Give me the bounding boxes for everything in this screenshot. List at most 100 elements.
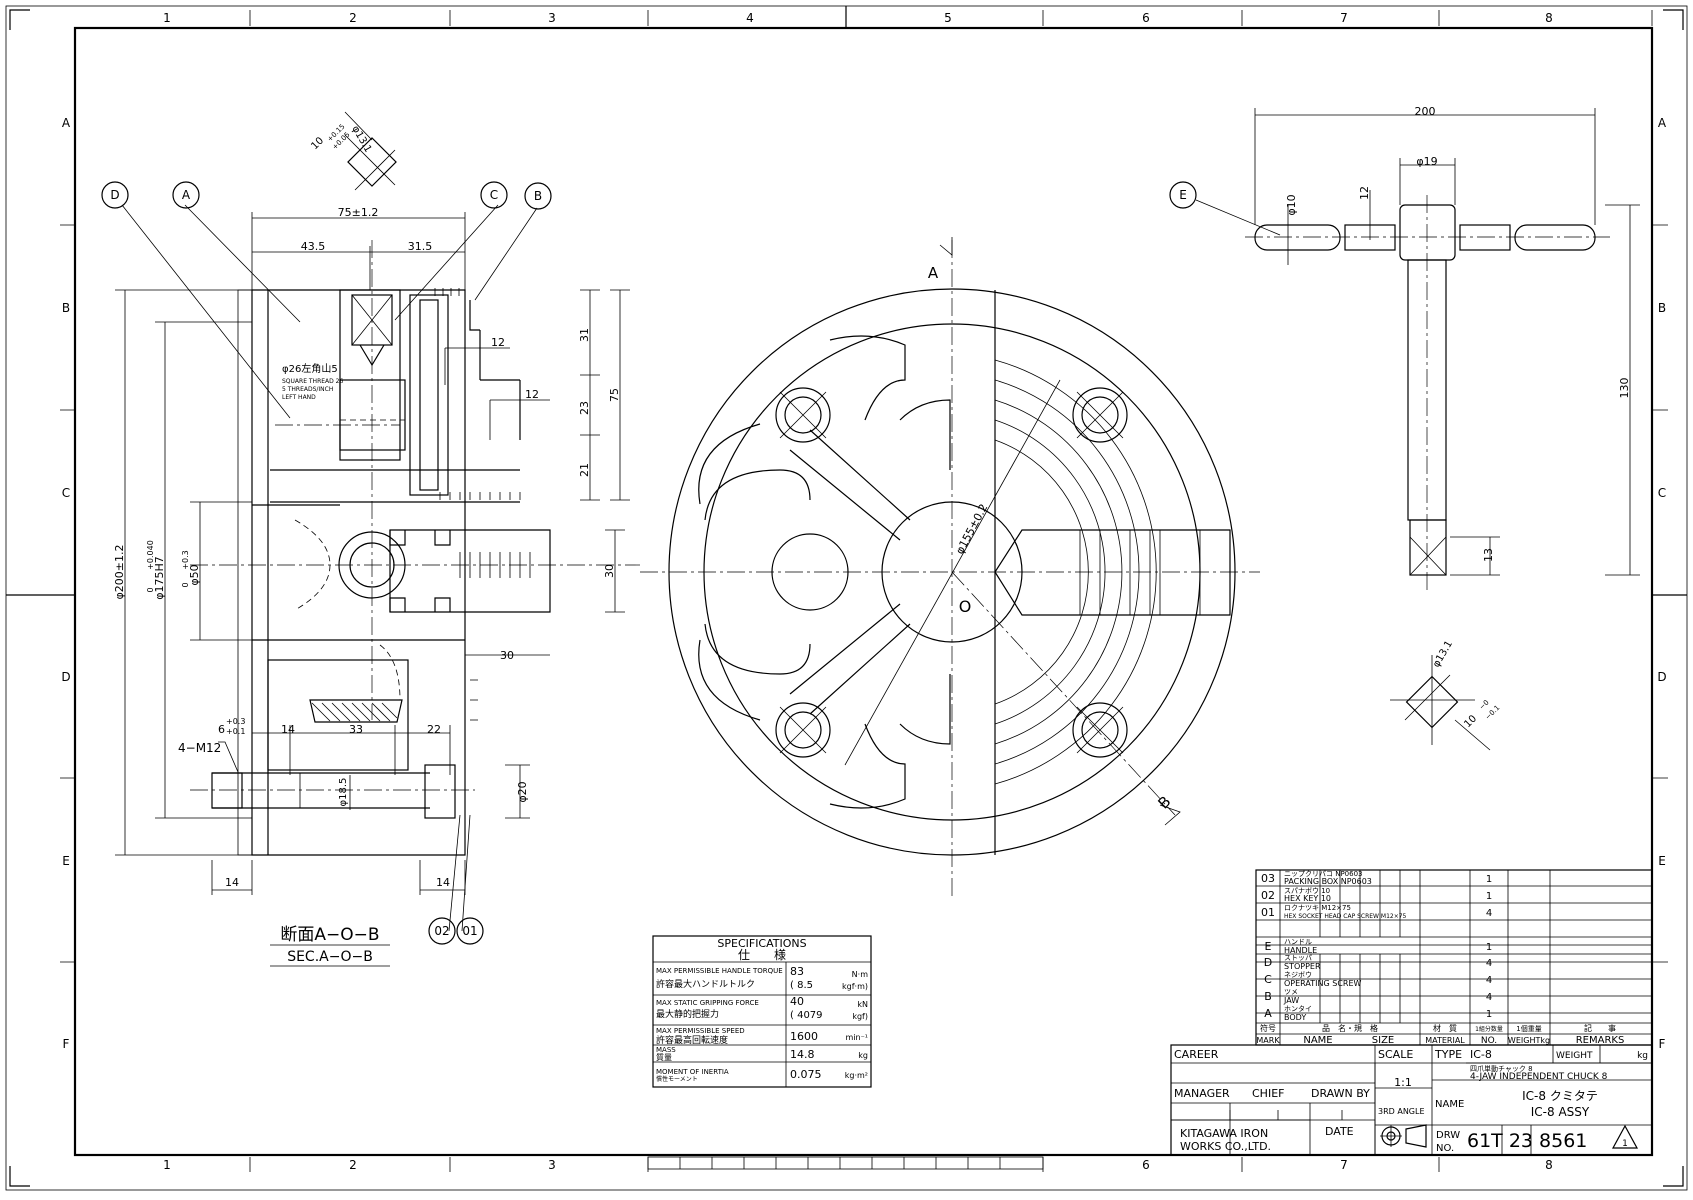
front-view <box>640 237 1260 900</box>
dim-phi-155: φ155±0.2 <box>953 502 990 557</box>
parts-row: 03 ニップクリパコ NP0603 PACKING BOX NP0603 1 <box>1261 870 1492 886</box>
section-mark-b: B <box>1154 792 1174 812</box>
part-name-jp: ネジボウ <box>1284 971 1312 979</box>
handle-view-text: E 200 φ19 φ10 12 130 13 φ13.1 10 −0 −0.1 <box>1179 105 1631 730</box>
part-name-jp: ハンドル <box>1284 938 1312 946</box>
part-mark: E <box>1265 940 1272 953</box>
dim-overall-width: 75±1.2 <box>338 206 379 219</box>
part-mark: C <box>1264 973 1272 986</box>
part-name-en: BODY <box>1284 1013 1306 1022</box>
square-detail-phi-13-1: φ13.1 <box>349 124 373 155</box>
part-qty: 4 <box>1486 992 1492 1003</box>
dim-phi-50-tol-lower: 0 <box>181 582 190 587</box>
header-name-jp: 品 名・規 格 <box>1322 1023 1378 1033</box>
balloon-b-label: B <box>534 189 542 203</box>
part-qty: 1 <box>1486 891 1492 902</box>
header-qty-jp: 1組分数量 <box>1475 1025 1503 1033</box>
part-qty: 4 <box>1486 908 1492 919</box>
front-view-text: A B O φ155±0.2 <box>928 264 1175 812</box>
balloon-e-label: E <box>1179 188 1187 202</box>
zone-row-f-right: F <box>1659 1037 1666 1051</box>
dim-phi-175-tol-upper: +0.040 <box>146 540 155 570</box>
zone-row-e-right: E <box>1658 854 1666 868</box>
zone-col-7-bottom: 7 <box>1340 1158 1348 1172</box>
center-mark-o: O <box>959 597 972 616</box>
zone-col-5: 5 <box>944 11 952 25</box>
part-mark: B <box>1264 990 1272 1003</box>
part-name-jp: ストッパ <box>1284 954 1312 962</box>
dim-12-b: 12 <box>525 388 539 401</box>
section-view-text: D A C B 02 01 75±1.2 43.5 31.5 12 12 31 … <box>110 123 621 965</box>
zone-row-a: A <box>62 116 71 130</box>
dim-14-a: 14 <box>281 723 295 736</box>
dim-phi-50: φ50 <box>188 564 201 585</box>
part-mark: 01 <box>1261 906 1275 919</box>
spec-title-jp: 仕 様 <box>738 948 786 962</box>
part-name-en: STOPPER <box>1284 962 1321 971</box>
balloon-a-label: A <box>182 188 191 202</box>
part-name-jp: スパナボウ 10 <box>1284 887 1330 895</box>
tb-name2-jp: IC-8 クミタテ <box>1522 1089 1598 1103</box>
tb-weight-label: WEIGHT <box>1556 1051 1593 1061</box>
header-mark-en: MARK <box>1256 1036 1280 1045</box>
spec-row-1-label-en: MAX PERMISSIBLE HANDLE TORQUE <box>656 967 783 975</box>
balloon-02 <box>428 917 456 945</box>
dim-handle-12: 12 <box>1358 186 1371 200</box>
tb-name-label: NAME <box>1435 1099 1464 1110</box>
zone-row-c: C <box>62 486 70 500</box>
part-name-jp: ツメ <box>1284 988 1298 996</box>
header-remarks-jp: 記 事 <box>1584 1023 1616 1033</box>
spec-row-4-unit: kg <box>858 1051 868 1060</box>
spec-row-1-unit-alt: kgf·m) <box>842 982 868 991</box>
tb-date-label: DATE <box>1325 1125 1354 1138</box>
spec-row-2-unit: kN <box>857 1000 868 1009</box>
part-name-en: PACKING BOX NP0603 <box>1284 877 1372 886</box>
jaw-right <box>994 529 1231 616</box>
part-mark: A <box>1264 1007 1272 1020</box>
part-name-jp: ロクナツキ M12×75 <box>1284 904 1351 912</box>
part-mark: D <box>1264 956 1272 969</box>
spec-row-2-value: 40 <box>790 995 804 1008</box>
balloon-02-label: 02 <box>434 924 449 938</box>
zone-col-6: 6 <box>1142 11 1150 25</box>
part-qty: 1 <box>1486 1009 1492 1020</box>
spec-row-1-unit: N·m <box>852 970 869 979</box>
header-remarks-en: REMARKS <box>1576 1035 1625 1046</box>
zone-col-8-bottom: 8 <box>1545 1158 1553 1172</box>
balloon-c-label: C <box>490 188 498 202</box>
dim-handle-phi-19: φ19 <box>1416 155 1437 168</box>
header-material-en: MATERIAL <box>1425 1036 1465 1045</box>
dim-handle-130: 130 <box>1618 378 1631 399</box>
zone-col-2: 2 <box>349 11 357 25</box>
section-title-en: SEC.A−O−B <box>287 949 373 965</box>
spec-row-1-value-alt: ( 8.5 <box>790 980 813 991</box>
header-size-en: SIZE <box>1372 1035 1394 1046</box>
header-weight-en: WEIGHTkg <box>1508 1036 1550 1045</box>
tb-weight-unit: kg <box>1637 1051 1648 1061</box>
balloon-c <box>480 181 508 209</box>
dim-phi-50-tol-upper: +0.3 <box>181 550 190 569</box>
dim-6: 6 <box>218 723 225 736</box>
tb-career-label: CAREER <box>1174 1048 1219 1061</box>
tb-chief-label: CHIEF <box>1252 1087 1284 1100</box>
balloon-a <box>172 181 200 209</box>
part-qty: 4 <box>1486 975 1492 986</box>
dim-handle-phi-13-1: φ13.1 <box>1431 639 1455 670</box>
balloon-d <box>101 181 129 209</box>
zone-col-1: 1 <box>163 11 171 25</box>
spec-row-5-value: 0.075 <box>790 1068 822 1081</box>
tb-type-label: TYPE <box>1434 1048 1462 1061</box>
zone-row-b: B <box>62 301 70 315</box>
dim-12-a: 12 <box>491 336 505 349</box>
tb-drw-label-1: DRW <box>1436 1130 1460 1141</box>
spec-row-3-label-jp: 許容最高回転速度 <box>656 1034 728 1046</box>
spec-row-3-value: 1600 <box>790 1030 818 1043</box>
zone-row-b-right: B <box>1658 301 1666 315</box>
spec-row-5-label-en: MOMENT OF INERTIA <box>656 1068 729 1076</box>
parts-row: B ツメ JAW 4 <box>1264 988 1492 1005</box>
sheet-border <box>5 5 1688 1191</box>
dim-30-horizontal: 30 <box>500 649 514 662</box>
spec-row-3-label-en: MAX PERMISSIBLE SPEED <box>656 1027 745 1035</box>
